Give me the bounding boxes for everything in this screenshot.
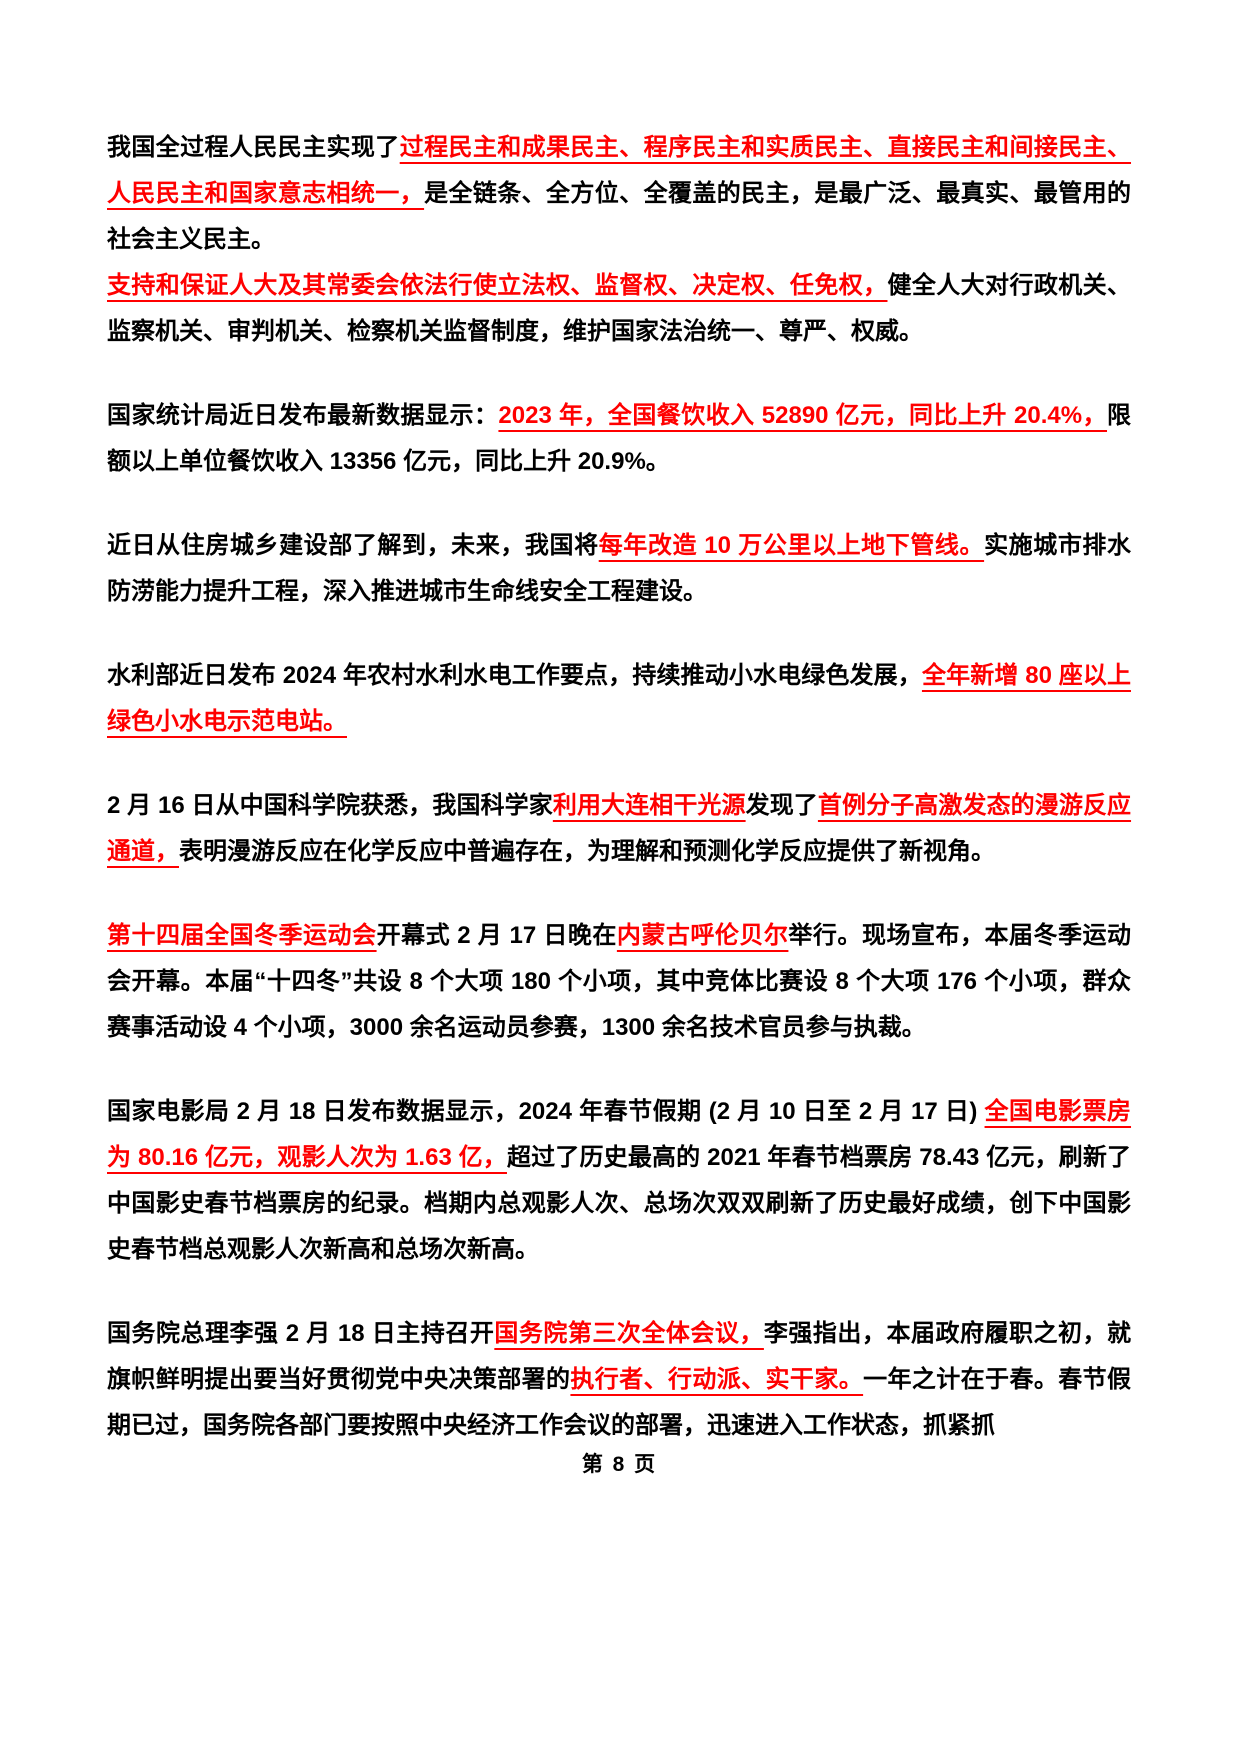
text-run: 开幕式 2 月 17 日晚在	[376, 922, 617, 949]
text-run: 近日从住房城乡建设部了解到，未来，我国将	[107, 532, 599, 559]
page-number: 第 8 页	[581, 1453, 658, 1476]
text-run: 超过了历史最高的 2021 年春节档票房 78.43 亿元，刷新了中国影史春节档…	[107, 1144, 1131, 1263]
text-run: 表明漫游反应在化学反应中普遍存在，为理解和预测化学反应提供了新视角。	[179, 838, 995, 865]
paragraph: 国家统计局近日发布最新数据显示：2023 年，全国餐饮收入 52890 亿元，同…	[107, 393, 1131, 485]
highlighted-text-run: 执行者、行动派、实干家。	[570, 1366, 864, 1393]
text-run: 是全链条、全方位、全覆盖的民主，是最广泛、最真实、最管用的社会主义民主。	[107, 180, 1132, 253]
highlighted-text-run: 利用大连相干光源	[552, 792, 746, 819]
text-run: 我国全过程人民民主实现了	[107, 134, 400, 161]
text-run: 一年之计在于春。春节假期已过，国务院各部门要按照中央经济工作会议的部署，迅速进入…	[107, 1366, 1132, 1439]
highlighted-text-run: 支持和保证人大及其常委会依法行使立法权、监督权、决定权、任免权，	[107, 272, 888, 299]
paragraph: 我国全过程人民民主实现了过程民主和成果民主、程序民主和实质民主、直接民主和间接民…	[107, 125, 1131, 263]
highlighted-text-run: 2023 年，全国餐饮收入 52890 亿元，同比上升 20.4%，	[498, 402, 1108, 429]
text-run: 实施城市排水防涝能力提升工程，深入推进城市生命线安全工程建设。	[107, 532, 1132, 605]
text-run: 健全人大对行政机关、监察机关、审判机关、检察机关监督制度，维护国家法治统一、尊严…	[107, 272, 1132, 345]
highlighted-text-run: 全年新增 80 座以上绿色小水电示范电站。	[107, 662, 1131, 735]
highlighted-text-run: 第十四届全国冬季运动会	[107, 922, 377, 949]
page-footer: 第 8 页	[0, 1448, 1239, 1478]
text-run: 国务院总理李强 2 月 18 日主持召开	[107, 1320, 495, 1347]
paragraph: 2 月 16 日从中国科学院获悉，我国科学家利用大连相干光源发现了首例分子高激发…	[107, 783, 1131, 875]
highlighted-text-run: 每年改造 10 万公里以上地下管线。	[598, 532, 985, 559]
highlighted-text-run: 过程民主和成果民主、程序民主和实质民主、直接民主和间接民主、人民民主和国家意志相…	[107, 134, 1132, 207]
text-run: 水利部近日发布 2024 年农村水利水电工作要点，持续推动小水电绿色发展，	[107, 662, 922, 689]
text-run: 限额以上单位餐饮收入 13356 亿元，同比上升 20.9%。	[107, 402, 1132, 475]
paragraph: 支持和保证人大及其常委会依法行使立法权、监督权、决定权、任免权，健全人大对行政机…	[107, 263, 1131, 355]
text-run: 李强指出，本届政府履职之初，就旗帜鲜明提出要当好贯彻党中央决策部署的	[107, 1320, 1131, 1393]
highlighted-text-run: 国务院第三次全体会议，	[494, 1320, 764, 1347]
highlighted-text-run: 全国电影票房为 80.16 亿元，观影人次为 1.63 亿，	[107, 1098, 1132, 1171]
paragraph: 国家电影局 2 月 18 日发布数据显示，2024 年春节假期 (2 月 10 …	[107, 1089, 1131, 1273]
text-run: 发现了	[745, 792, 818, 819]
paragraph: 第十四届全国冬季运动会开幕式 2 月 17 日晚在内蒙古呼伦贝尔举行。现场宣布，…	[107, 913, 1131, 1051]
text-run: 举行。现场宣布，本届冬季运动会开幕。本届“十四冬”共设 8 个大项 180 个小…	[107, 922, 1132, 1041]
paragraph: 国务院总理李强 2 月 18 日主持召开国务院第三次全体会议，李强指出，本届政府…	[107, 1311, 1131, 1449]
text-run: 2 月 16 日从中国科学院获悉，我国科学家	[107, 792, 553, 819]
highlighted-text-run: 内蒙古呼伦贝尔	[616, 922, 789, 949]
paragraph: 水利部近日发布 2024 年农村水利水电工作要点，持续推动小水电绿色发展，全年新…	[107, 653, 1131, 745]
text-run: 国家统计局近日发布最新数据显示：	[107, 402, 499, 429]
paragraph: 近日从住房城乡建设部了解到，未来，我国将每年改造 10 万公里以上地下管线。实施…	[107, 523, 1131, 615]
text-run: 国家电影局 2 月 18 日发布数据显示，2024 年春节假期 (2 月 10 …	[107, 1098, 985, 1125]
document-body: 我国全过程人民民主实现了过程民主和成果民主、程序民主和实质民主、直接民主和间接民…	[107, 125, 1131, 1449]
highlighted-text-run: 首例分子高激发态的漫游反应通道，	[107, 792, 1132, 865]
